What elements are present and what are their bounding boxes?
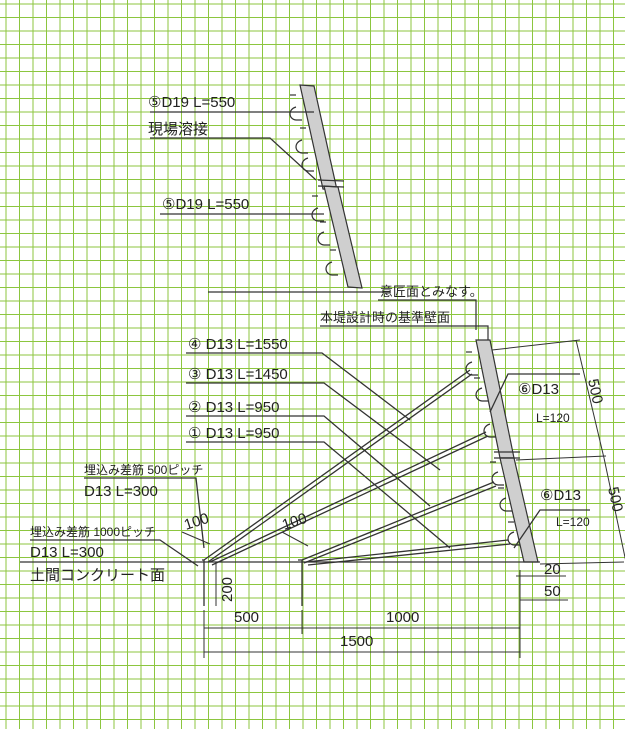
lower-panel-segment-top bbox=[475, 339, 515, 459]
label-bar6-upper-len: L=120 bbox=[536, 411, 570, 425]
lower-panel-assembly bbox=[320, 299, 539, 563]
rebar-hook bbox=[483, 423, 496, 438]
leader-line bbox=[84, 477, 205, 549]
strut-4-line-b bbox=[207, 373, 473, 563]
leader-line bbox=[186, 415, 431, 507]
strut-2-line-b bbox=[303, 485, 497, 564]
label-site-weld: 現場溶接 bbox=[148, 121, 208, 138]
upper-panel-assembly bbox=[150, 84, 390, 293]
dim-ext bbox=[539, 561, 625, 565]
labels: ⑤D19 L=550 現場溶接 ⑤D19 L=550 意匠面とみなす。 本堤設計… bbox=[30, 94, 625, 650]
label-upper-bar-bottom: ⑤D19 L=550 bbox=[162, 196, 249, 213]
dim-ext bbox=[515, 455, 607, 461]
dim-ext bbox=[491, 339, 581, 351]
rebar-hook bbox=[325, 261, 338, 276]
dim-line-500-side-lower bbox=[603, 457, 625, 560]
rebar-hook bbox=[499, 497, 512, 512]
label-bar6-lower-len: L=120 bbox=[556, 515, 590, 529]
leader-line bbox=[489, 373, 580, 413]
label-bar3: ③ D13 L=1450 bbox=[188, 366, 288, 383]
dim-500-side-upper: 500 bbox=[584, 377, 606, 405]
rebar-hook bbox=[317, 231, 330, 246]
leader-line bbox=[186, 352, 411, 421]
dim-1000-bottom: 1000 bbox=[386, 609, 419, 626]
label-anchor-1000-spec: D13 L=300 bbox=[30, 544, 104, 561]
weld-mark bbox=[317, 179, 345, 182]
strut-1-line-a bbox=[305, 539, 509, 563]
dim-500-side-lower: 500 bbox=[604, 485, 625, 513]
dim-200: 200 bbox=[219, 577, 236, 602]
label-bar1: ① D13 L=950 bbox=[188, 425, 279, 442]
rebar-hook bbox=[507, 531, 520, 546]
rebar-hook bbox=[311, 207, 324, 222]
leader-line bbox=[378, 299, 477, 330]
upper-panel-segment-top bbox=[299, 84, 338, 191]
rebar-hook bbox=[301, 157, 314, 172]
leader-line bbox=[513, 509, 590, 549]
diagonal-struts bbox=[20, 352, 590, 606]
dim-line-100-left bbox=[181, 531, 211, 545]
label-upper-bar-top: ⑤D19 L=550 bbox=[148, 94, 235, 111]
label-bar6-lower: ⑥D13 bbox=[540, 487, 581, 504]
strut-3-line-a bbox=[209, 431, 487, 563]
leader-line bbox=[186, 382, 441, 471]
leader-line bbox=[30, 539, 199, 567]
label-bar4: ④ D13 L=1550 bbox=[188, 336, 288, 353]
anchor-bar-right bbox=[298, 559, 303, 606]
label-slab-surface: 土間コンクリート面 bbox=[30, 567, 165, 584]
label-reference-wall: 本堤設計時の基準壁面 bbox=[320, 310, 450, 325]
dim-line-100-right bbox=[281, 531, 309, 547]
label-anchor-500: 埋込み差筋 500ピッチ bbox=[84, 462, 203, 477]
strut-2-line-a bbox=[301, 481, 495, 561]
strut-3-line-b bbox=[211, 435, 489, 566]
leader-line bbox=[320, 325, 489, 340]
dim-100-left: 100 bbox=[182, 510, 211, 534]
weld-mark bbox=[317, 185, 345, 188]
rebar-hook bbox=[491, 471, 504, 486]
leader-line bbox=[150, 137, 317, 181]
dimension-lines bbox=[181, 339, 625, 658]
dim-500-bottom: 500 bbox=[234, 609, 259, 626]
dim-100-right: 100 bbox=[280, 510, 309, 534]
rebar-hook bbox=[289, 106, 302, 121]
label-design-face: 意匠面とみなす。 bbox=[380, 284, 483, 299]
anchor-bar-left bbox=[202, 559, 205, 606]
rebar-hook bbox=[475, 387, 488, 402]
label-bar6-upper: ⑥D13 bbox=[518, 381, 559, 398]
dim-line-500-side-upper bbox=[575, 339, 605, 459]
label-anchor-1000: 埋込み差筋 1000ピッチ bbox=[30, 524, 156, 539]
dim-20: 20 bbox=[544, 561, 561, 578]
rebar-hook bbox=[295, 139, 308, 154]
strut-4-line-a bbox=[203, 369, 471, 561]
dim-1500-bottom: 1500 bbox=[340, 633, 373, 650]
leader-line bbox=[186, 441, 451, 549]
label-anchor-500-spec: D13 L=300 bbox=[84, 483, 158, 500]
label-bar2: ② D13 L=950 bbox=[188, 399, 279, 416]
dim-50: 50 bbox=[544, 583, 561, 600]
rebar-hook bbox=[465, 361, 478, 376]
